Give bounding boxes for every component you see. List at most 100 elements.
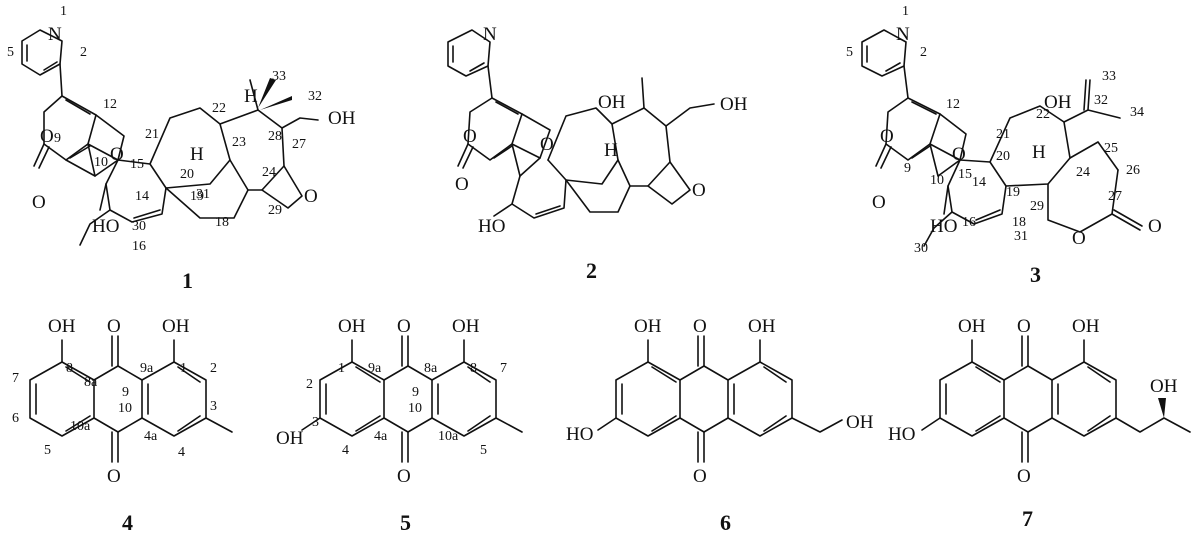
atom-label: O — [107, 316, 121, 337]
atom-label: O — [32, 192, 46, 213]
locant: 22 — [1036, 107, 1050, 122]
locant: 15 — [130, 157, 144, 172]
atom-label: HO — [930, 216, 957, 237]
atom-label: O — [107, 466, 121, 487]
atom-label: OH — [958, 316, 986, 337]
atom-label: OH — [1150, 376, 1178, 397]
atom-label: O — [397, 466, 411, 487]
locant: 23 — [232, 135, 246, 150]
structure-2: N O O O HO OH H O OH 2 — [447, 24, 748, 283]
atom-label: N — [896, 24, 910, 45]
locant: 9 — [412, 385, 419, 400]
locant: 24 — [1076, 165, 1090, 180]
locant: 30 — [132, 219, 146, 234]
locant: 5 — [480, 443, 487, 458]
atom-label: OH — [1072, 316, 1100, 337]
atom-label: O — [1148, 216, 1162, 237]
locant: 31 — [196, 187, 210, 202]
compound-label: 1 — [182, 268, 193, 293]
locant: 8 — [66, 361, 73, 376]
locant: 10 — [408, 401, 422, 416]
locant: 21 — [996, 127, 1010, 142]
locant: 9 — [54, 131, 61, 146]
atom-label: OH — [846, 412, 874, 433]
locant: 10a — [70, 419, 91, 434]
locant: 10 — [94, 155, 108, 170]
locant: 27 — [1108, 189, 1122, 204]
structure-6: OH O OH O HO OH 6 — [566, 316, 874, 535]
locant: 33 — [1102, 69, 1116, 84]
atom-label: O — [880, 126, 894, 147]
locant: 29 — [268, 203, 282, 218]
locant: 5 — [846, 45, 853, 60]
locant: 4 — [342, 443, 349, 458]
atom-label: N — [48, 24, 62, 45]
locant: 18 — [1012, 215, 1026, 230]
compound-label: 7 — [1022, 506, 1033, 531]
atom-label: O — [1017, 466, 1031, 487]
atom-label: O — [397, 316, 411, 337]
atom-label: O — [463, 126, 477, 147]
locant: 21 — [145, 127, 159, 142]
locant: 2 — [306, 377, 313, 392]
locant: 30 — [914, 241, 928, 256]
locant: 27 — [292, 137, 306, 152]
atom-label: H — [1032, 142, 1046, 163]
locant: 6 — [12, 411, 19, 426]
locant: 32 — [1094, 93, 1108, 108]
locant: 4a — [374, 429, 388, 444]
locant: 9a — [368, 361, 382, 376]
locant: 1 — [902, 4, 909, 19]
atom-label: O — [692, 180, 706, 201]
locant: 8 — [470, 361, 477, 376]
atom-label: OH — [452, 316, 480, 337]
locant: 20 — [180, 167, 194, 182]
atom-label: O — [693, 466, 707, 487]
atom-label: O — [952, 144, 966, 165]
structure-5: OH O OH O OH 1 2 3 4 4a 5 7 8 8a 9 9a 10… — [276, 316, 523, 535]
atom-label: O — [304, 186, 318, 207]
locant: 19 — [190, 189, 204, 204]
atom-label: OH — [598, 92, 626, 113]
atom-label: O — [110, 144, 124, 165]
atom-label: O — [455, 174, 469, 195]
locant: 2 — [920, 45, 927, 60]
atom-label: HO — [478, 216, 505, 237]
locant: 1 — [60, 4, 67, 19]
structure-3: N O O O HO OH H O O 1 2 5 9 10 12 14 15 … — [846, 4, 1162, 287]
compound-label: 2 — [586, 258, 597, 283]
locant: 8a — [84, 375, 98, 390]
compound-label: 3 — [1030, 262, 1041, 287]
atom-label: O — [1072, 228, 1086, 249]
locant: 31 — [1014, 229, 1028, 244]
locant: 22 — [212, 101, 226, 116]
locant: 14 — [972, 175, 986, 190]
atom-label: H — [244, 86, 258, 107]
atom-label: OH — [276, 428, 304, 449]
atom-label: OH — [48, 316, 76, 337]
locant: 16 — [962, 215, 976, 230]
atom-label: HO — [92, 216, 119, 237]
atom-label: O — [40, 126, 54, 147]
locant: 19 — [1006, 185, 1020, 200]
structure-7: OH O OH O HO OH 7 — [888, 316, 1191, 531]
locant: 15 — [958, 167, 972, 182]
atom-label: OH — [634, 316, 662, 337]
atom-label: HO — [888, 424, 915, 445]
atom-label: H — [604, 140, 618, 161]
compound-label: 4 — [122, 510, 133, 535]
atom-label: OH — [748, 316, 776, 337]
locant: 10 — [930, 173, 944, 188]
atom-label: O — [1017, 316, 1031, 337]
locant: 7 — [500, 361, 507, 376]
locant: 10 — [118, 401, 132, 416]
atom-label: HO — [566, 424, 593, 445]
locant: 20 — [996, 149, 1010, 164]
locant: 26 — [1126, 163, 1140, 178]
locant: 1 — [338, 361, 345, 376]
locant: 16 — [132, 239, 146, 254]
atom-label: OH — [162, 316, 190, 337]
locant: 9 — [122, 385, 129, 400]
locant: 4a — [144, 429, 158, 444]
